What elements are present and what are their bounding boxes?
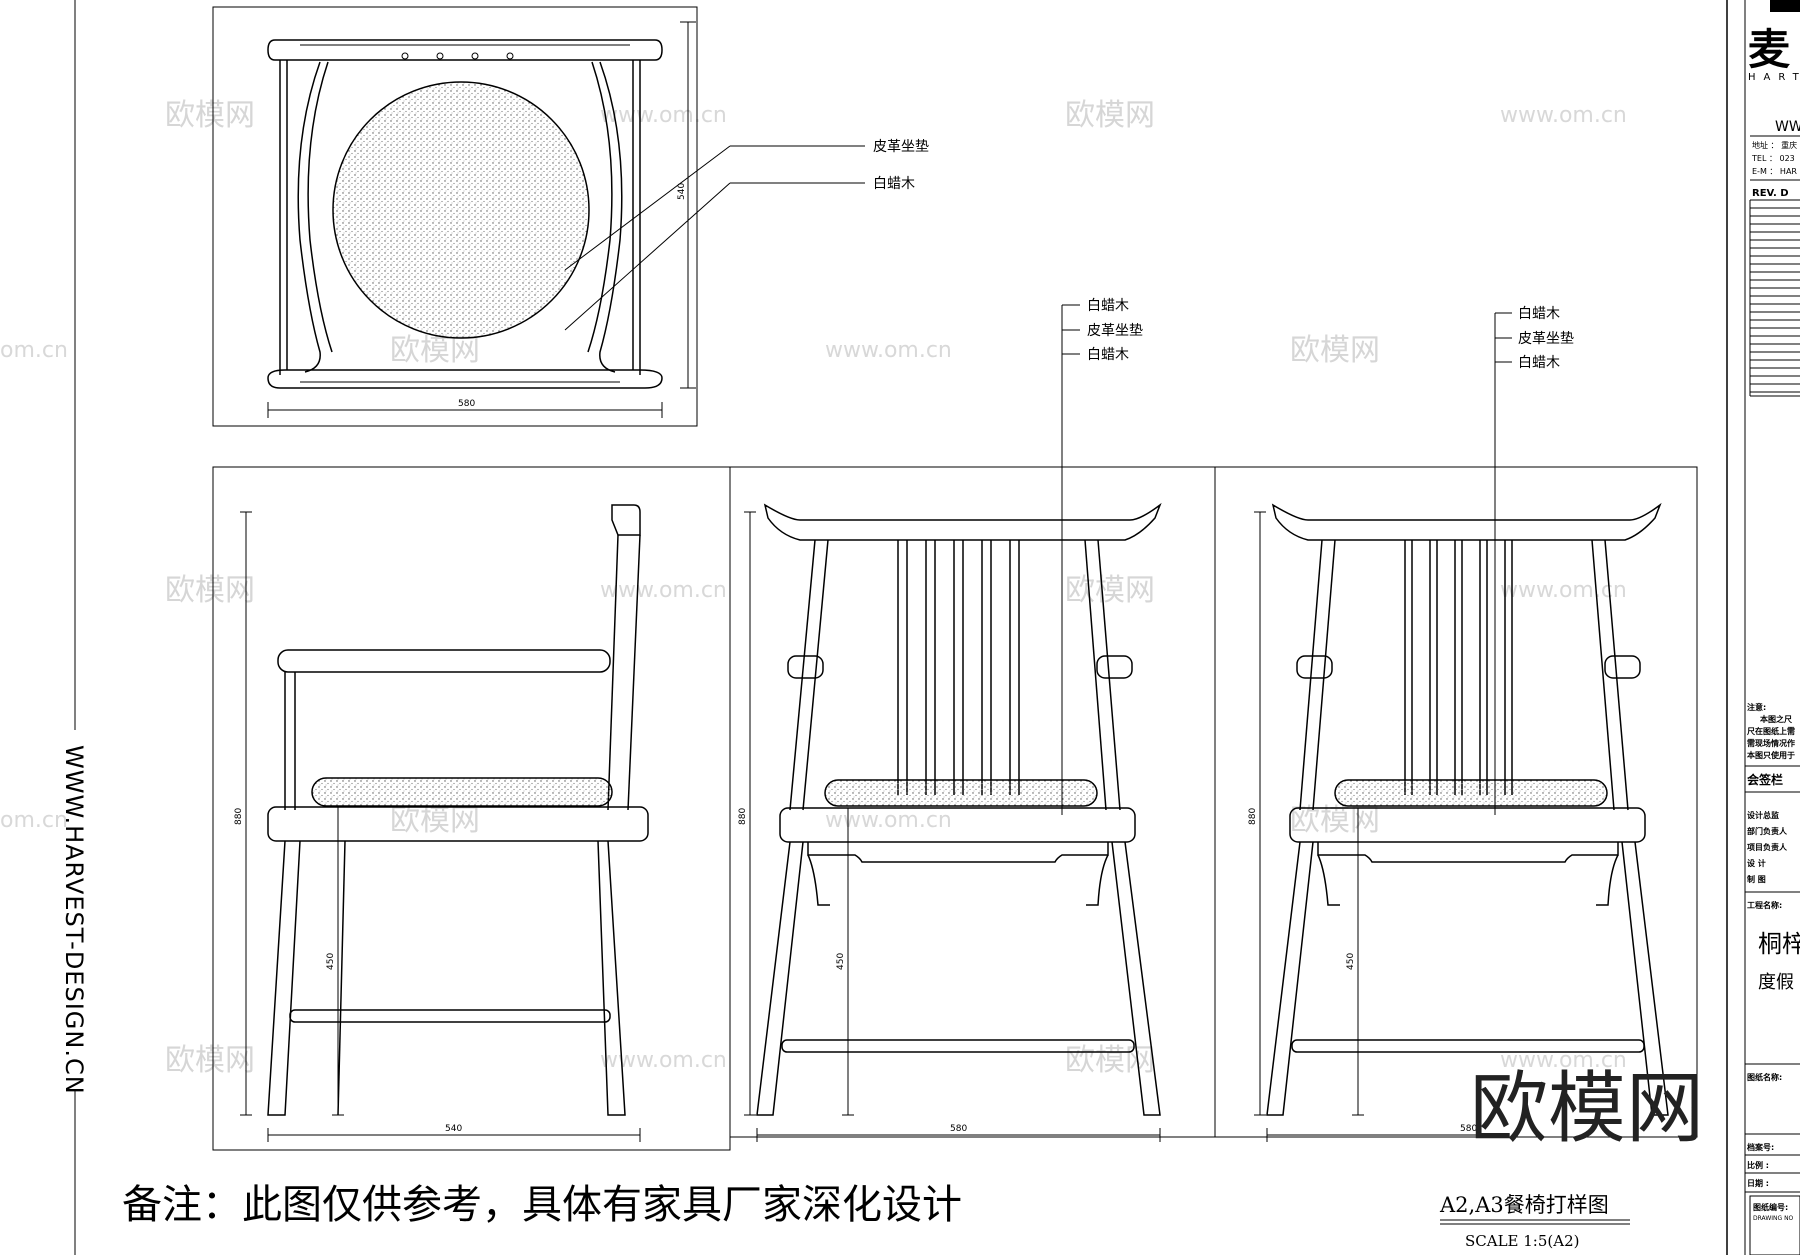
drawing-title: A2,A3餐椅打样图 [1439, 1193, 1609, 1217]
callout-label: 皮革坐垫 [1087, 323, 1143, 339]
watermark-url: www.om.cn [600, 1048, 727, 1073]
notes-line: 本图只使用于 [1746, 750, 1795, 760]
round-cushion [332, 81, 590, 339]
drawing-scale: SCALE 1:5(A2) [1465, 1232, 1580, 1250]
callout-label: 白蜡木 [1087, 347, 1129, 363]
logo-mark: 麦 [1748, 25, 1790, 74]
notes-header: 注意: [1747, 702, 1766, 712]
callout-label: 白蜡木 [1518, 306, 1560, 322]
dim-text: 880 [1248, 808, 1258, 825]
date-label: 日期 : [1747, 1178, 1769, 1188]
side-view: 880 450 540 [234, 504, 649, 1142]
watermark-cn: 欧模网 [390, 803, 480, 838]
dim-text: 540 [445, 1124, 462, 1134]
sheet-name-label: 图纸名称: [1747, 1072, 1782, 1082]
project-name: 度假 [1758, 972, 1794, 993]
watermark-url: www.om.cn [825, 808, 952, 833]
vertical-website-text: WWW.HARVEST-DESIGN.CN [60, 745, 88, 1095]
role-label: 设计总监 [1747, 810, 1779, 820]
title-block-tel: TEL ： 023 [1751, 154, 1795, 163]
ratio-label: 比例 : [1747, 1160, 1769, 1170]
logo-text: HART [1748, 72, 1800, 83]
watermark-cn: 欧模网 [1065, 98, 1155, 133]
note-text: 备注：此图仅供参考，具体有家具厂家深化设计 [122, 1182, 962, 1228]
watermark-cn: 欧模网 [1065, 1043, 1155, 1078]
dim-text: 540 [677, 183, 687, 200]
watermark-url: om.cn [0, 338, 68, 363]
watermark-cn: 欧模网 [165, 573, 255, 608]
callout-label: 白蜡木 [873, 176, 915, 192]
sign-header: 会签栏 [1747, 772, 1783, 787]
dim-text: 880 [234, 808, 244, 825]
sheet-number-label: 图纸编号: [1753, 1202, 1788, 1212]
watermark-logo: 欧模网 [1470, 1064, 1704, 1154]
notes-line: 尺在图纸上需 [1747, 726, 1795, 736]
front-view: 880 450 580 白蜡木 皮革坐垫 白蜡木 [738, 298, 1162, 1142]
watermark-url: www.om.cn [600, 578, 727, 603]
watermark-cn: 欧模网 [165, 1043, 255, 1078]
role-label: 设 计 [1747, 858, 1766, 868]
project-name: 桐梓 [1758, 930, 1800, 958]
notes-line: 需现场情况作 [1747, 738, 1795, 748]
watermark-url: www.om.cn [1500, 103, 1627, 128]
watermark-layer: 欧模网 欧模网 欧模网 欧模网 欧模网 欧模网 欧模网 欧模网 欧模网 欧模网 … [0, 98, 1627, 1078]
watermark-url: www.om.cn [1500, 578, 1627, 603]
top-rail [267, 39, 663, 61]
watermark-cn: 欧模网 [1290, 333, 1380, 368]
dim-text: 580 [950, 1124, 967, 1134]
role-label: 项目负责人 [1747, 842, 1788, 852]
role-label: 制 图 [1747, 874, 1766, 884]
watermark-cn: 欧模网 [390, 333, 480, 368]
top-view-frame [212, 6, 698, 427]
title-block: 麦 HART WW 地址 ： 重庆 TEL ： 023 E-M ： HAR RE… [1726, 0, 1800, 1255]
dim-text: 580 [1460, 1124, 1477, 1134]
dim-text: 580 [458, 399, 475, 409]
dim-text: 450 [326, 953, 336, 970]
archive-label: 档案号: [1747, 1142, 1774, 1152]
title-block-email: E-M ： HAR [1752, 167, 1797, 176]
top-view: 580 540 皮革坐垫 白蜡木 [212, 6, 929, 427]
callout-label: 白蜡木 [1087, 298, 1129, 314]
watermark-url: om.cn [0, 808, 68, 833]
dim-text: 450 [1346, 953, 1356, 970]
dim-text: 450 [836, 953, 846, 970]
revision-header: REV. D [1752, 188, 1789, 199]
watermark-cn: 欧模网 [165, 98, 255, 133]
watermark-url: www.om.cn [600, 103, 727, 128]
callout-label: 皮革坐垫 [873, 139, 929, 155]
title-block-address: 地址 ： 重庆 [1752, 140, 1797, 150]
callout-label: 皮革坐垫 [1518, 331, 1574, 347]
notes-line: 本图之尺 [1759, 714, 1792, 724]
watermark-cn: 欧模网 [1065, 573, 1155, 608]
role-label: 部门负责人 [1747, 826, 1788, 836]
project-label: 工程名称: [1747, 900, 1782, 910]
watermark-url: www.om.cn [825, 338, 952, 363]
drawing-number-label: DRAWING NO [1753, 1215, 1794, 1222]
dim-text: 880 [738, 808, 748, 825]
watermark-cn: 欧模网 [1290, 803, 1380, 838]
back-view: 880 450 580 白蜡木 皮革坐垫 白蜡木 [1248, 306, 1669, 1142]
revision-table [1749, 200, 1800, 397]
title-block-url: WW [1775, 119, 1800, 135]
back-view-frame [1214, 466, 1698, 1138]
callout-label: 白蜡木 [1518, 355, 1560, 371]
